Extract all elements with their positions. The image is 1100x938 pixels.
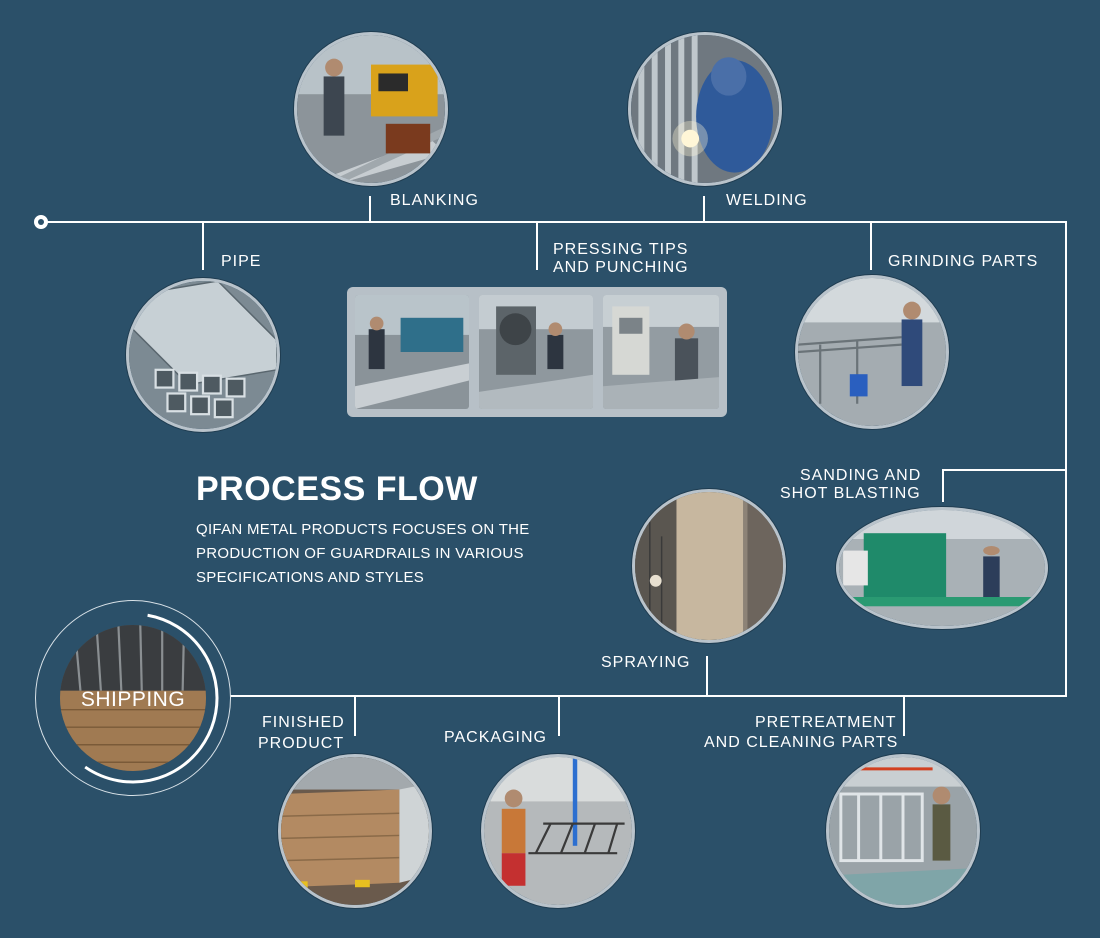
pretreatment-photo — [826, 754, 980, 908]
tick-finished — [354, 696, 356, 736]
label-grinding: GRINDING PARTS — [888, 253, 1039, 270]
shipping-arc — [47, 612, 219, 784]
label-pretreat-1: PRETREATMENT — [755, 714, 897, 731]
tick-blanking — [369, 196, 371, 222]
sanding-tick — [942, 469, 944, 502]
pressing-photo-3 — [603, 295, 719, 409]
top-line — [46, 221, 1067, 223]
label-finished-1: FINISHED — [262, 714, 345, 731]
finished-product-photo — [278, 754, 432, 908]
label-blanking: BLANKING — [390, 192, 479, 209]
shipping-outer-ring — [35, 600, 231, 796]
label-sanding-2: SHOT BLASTING — [780, 485, 921, 502]
pressing-photo-1 — [355, 295, 469, 409]
shipping-label: SHIPPING — [80, 688, 186, 711]
bottom-line — [230, 695, 1067, 697]
blanking-photo — [294, 32, 448, 186]
pressing-punching-photos — [347, 287, 727, 417]
shot-blasting-photo — [836, 507, 1048, 629]
tick-pressing — [536, 222, 538, 270]
label-finished-2: PRODUCT — [258, 735, 345, 752]
grinding-photo — [795, 275, 949, 429]
tick-grinding — [870, 222, 872, 270]
label-sanding-1: SANDING AND — [800, 467, 922, 484]
tick-spraying — [706, 656, 708, 696]
welding-photo — [628, 32, 782, 186]
spraying-photo — [632, 489, 786, 643]
tick-packaging — [558, 696, 560, 736]
label-packaging: PACKAGING — [444, 729, 547, 746]
label-pressing-1: PRESSING TIPS — [553, 241, 689, 258]
sanding-branch — [942, 469, 1066, 471]
label-pressing-2: AND PUNCHING — [553, 259, 689, 276]
packaging-photo — [481, 754, 635, 908]
tick-pipe — [202, 222, 204, 270]
right-line — [1065, 221, 1067, 697]
label-pipe: PIPE — [221, 253, 262, 270]
pressing-photo-2 — [479, 295, 593, 409]
label-welding: WELDING — [726, 192, 808, 209]
pipe-photo — [126, 278, 280, 432]
tick-pretreatment — [903, 696, 905, 736]
label-spraying: SPRAYING — [601, 654, 691, 671]
page-description: QIFAN METAL PRODUCTS FOCUSES ON THE PROD… — [196, 521, 530, 586]
page-title: PROCESS FLOW — [196, 470, 478, 508]
label-pretreat-2: AND CLEANING PARTS — [704, 734, 899, 751]
tick-welding — [703, 196, 705, 222]
